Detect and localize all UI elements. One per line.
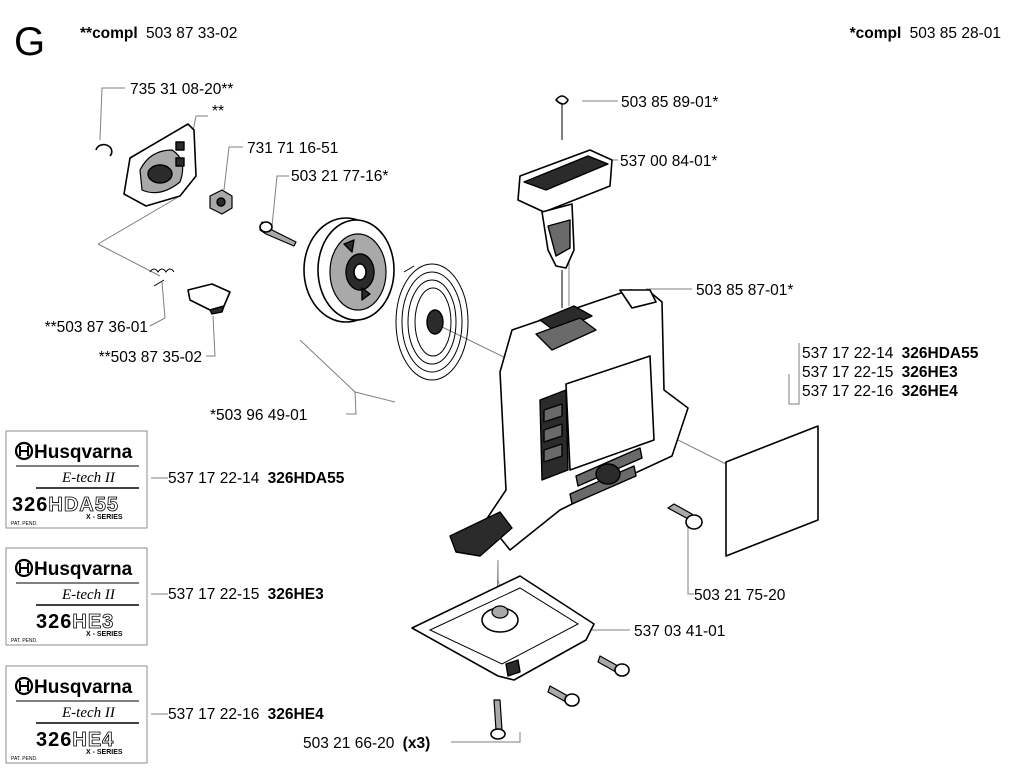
header-left-prefix: **compl: [80, 25, 138, 42]
callout-503-21-66-20: 503 21 66-20 (x3): [303, 735, 430, 752]
decal-series: X - SERIES: [86, 631, 123, 638]
header-right: *compl 503 85 28-01: [850, 25, 1001, 42]
decal-model-suffix: HE4: [72, 729, 114, 751]
header-right-number: 503 85 28-01: [910, 25, 1001, 42]
decal-model-prefix: 326: [36, 611, 72, 633]
callout-503-87-35-02: **503 87 35-02: [99, 349, 202, 366]
decal-group-line-2: 537 17 22-15 326HE3: [802, 364, 958, 381]
header-left-number: 503 87 33-02: [146, 25, 237, 42]
header-right-prefix: *compl: [850, 25, 902, 42]
pawl: [187, 283, 231, 315]
decal-number-group: 537 17 22-14 326HDA55 537 17 22-15 326HE…: [802, 345, 979, 400]
decal-model-prefix: 326: [12, 494, 48, 516]
decal-brand: Husqvarna: [34, 677, 133, 698]
callout-537-03-41-01: 537 03 41-01: [634, 623, 725, 640]
decal-brand: Husqvarna: [34, 559, 133, 580]
decal-line: E-tech II: [61, 587, 116, 603]
header-left: **compl 503 87 33-02: [80, 25, 237, 42]
decal-326he4: Husqvarna E-tech II 326HE4 X - SERIES PA…: [5, 665, 148, 764]
starter-handle: [517, 149, 613, 269]
decal-frame: [5, 665, 148, 764]
decal-line: E-tech II: [61, 470, 116, 486]
starter-rope: [555, 95, 569, 308]
starter-housing: [449, 289, 689, 557]
husqvarna-logo-icon: [14, 676, 34, 696]
base-plate: [411, 575, 595, 681]
callout-503-21-66-20-qty: (x3): [403, 735, 431, 752]
bottom-screws: [490, 655, 630, 740]
nut: [209, 189, 233, 215]
husqvarna-logo-icon: [14, 441, 34, 461]
decal-frame: [5, 430, 148, 529]
decal-label-1-number: 537 17 22-14: [168, 470, 260, 487]
screw: [259, 221, 297, 247]
decal-label-2-model: 326HE3: [268, 586, 324, 603]
decal-model-prefix: 326: [36, 729, 72, 751]
pawl-spring: [149, 268, 175, 287]
decal-pat: PAT. PEND.: [11, 756, 38, 762]
decal-model: 326HE4: [36, 729, 114, 751]
decal-pat: PAT. PEND.: [11, 521, 38, 527]
decal-label-3: 537 17 22-16 326HE4: [168, 706, 324, 723]
callout-731-71-16-51: 731 71 16-51: [247, 140, 338, 157]
callout-503-85-89-01: 503 85 89-01*: [621, 94, 718, 111]
decal-group-line-1: 537 17 22-14 326HDA55: [802, 345, 979, 362]
starter-pulley: [303, 217, 395, 323]
decal-326he3: Husqvarna E-tech II 326HE3 X - SERIES PA…: [5, 547, 148, 646]
decal-label-2: 537 17 22-15 326HE3: [168, 586, 324, 603]
starter-pawl-cover: [123, 123, 197, 207]
decal-group-number-1: 537 17 22-14: [802, 345, 894, 362]
callout-double-star: **: [212, 103, 224, 120]
screw-75-20: [667, 503, 703, 530]
decal-series: X - SERIES: [86, 749, 123, 756]
decal-brand: Husqvarna: [34, 442, 133, 463]
decal-group-model-2: 326HE3: [902, 364, 958, 381]
decal-model: 326HDA55: [12, 494, 119, 516]
decal-label-3-model: 326HE4: [268, 706, 324, 723]
callout-503-96-49-01: *503 96 49-01: [210, 407, 307, 424]
callout-503-21-75-20: 503 21 75-20: [694, 587, 786, 604]
decal-group-number-3: 537 17 22-16: [802, 383, 893, 400]
callout-503-21-77-16: 503 21 77-16*: [291, 168, 388, 185]
decal-model-suffix: HDA55: [48, 494, 119, 516]
decal-group-model-1: 326HDA55: [902, 345, 979, 362]
decal-pat: PAT. PEND.: [11, 638, 38, 644]
circlip: [95, 143, 113, 157]
decal-line: E-tech II: [61, 705, 116, 721]
callout-503-85-87-01: 503 85 87-01*: [696, 282, 793, 299]
decal-label-1: 537 17 22-14 326HDA55: [168, 470, 345, 487]
callout-735-31-08-20: 735 31 08-20**: [130, 81, 233, 98]
decal-label-1-model: 326HDA55: [268, 470, 345, 487]
decal-label-2-number: 537 17 22-15: [168, 586, 259, 603]
decal-model-suffix: HE3: [72, 611, 114, 633]
callout-503-87-36-01: **503 87 36-01: [45, 319, 148, 336]
recoil-spring: [395, 263, 469, 381]
callout-503-21-66-20-number: 503 21 66-20: [303, 735, 395, 752]
decal-group-number-2: 537 17 22-15: [802, 364, 893, 381]
decal-326hda55: Husqvarna E-tech II 326HDA55 X - SERIES …: [5, 430, 148, 529]
husqvarna-logo-icon: [14, 558, 34, 578]
decal-group-model-3: 326HE4: [902, 383, 958, 400]
section-letter: G: [14, 20, 45, 64]
decal-frame: [5, 547, 148, 646]
decal-series: X - SERIES: [86, 514, 123, 521]
decal-label-3-number: 537 17 22-16: [168, 706, 259, 723]
decal-model: 326HE3: [36, 611, 114, 633]
blank-decal: [725, 425, 819, 557]
callout-537-00-84-01: 537 00 84-01*: [620, 153, 717, 170]
decal-group-line-3: 537 17 22-16 326HE4: [802, 383, 958, 400]
